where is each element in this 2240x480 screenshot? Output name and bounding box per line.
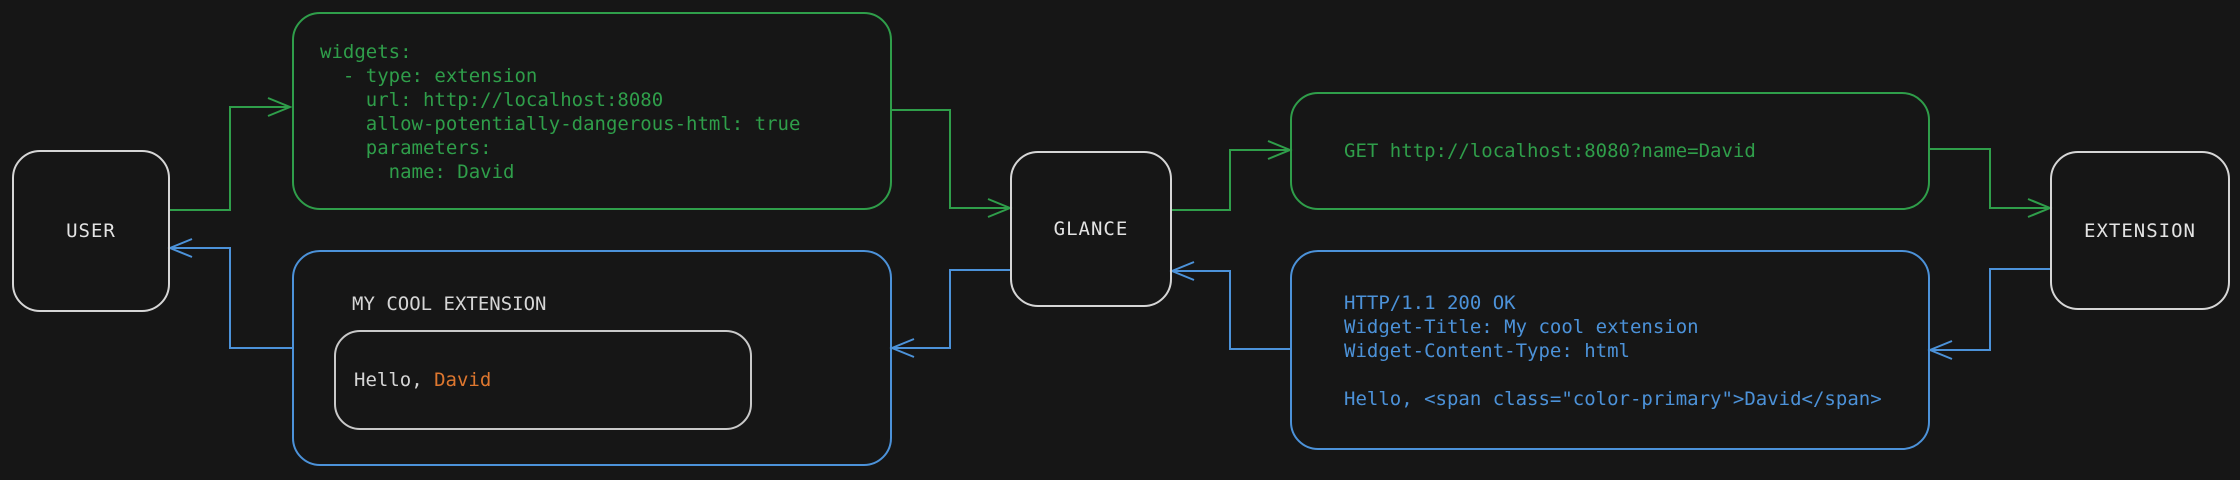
response-line: Widget-Title: My cool extension: [1344, 316, 1699, 338]
glance-node-label: GLANCE: [1053, 218, 1129, 240]
yaml-line: widgets:: [320, 41, 412, 63]
yaml-line: name: David: [320, 161, 515, 183]
response-line: [1344, 363, 1928, 387]
yaml-line: allow-potentially-dangerous-html: true: [320, 113, 801, 135]
http-response-box: HTTP/1.1 200 OK Widget-Title: My cool ex…: [1290, 250, 1930, 450]
http-request-box: GET http://localhost:8080?name=David: [1290, 92, 1930, 210]
yaml-config-box: widgets: - type: extension url: http://l…: [292, 12, 892, 210]
widget-output-box: Hello, David: [334, 330, 752, 430]
arrow-user-to-config: [170, 97, 293, 211]
glance-node: GLANCE: [1010, 151, 1172, 307]
extension-node-label: EXTENSION: [2084, 219, 2196, 242]
arrow-extension-to-response: [1927, 268, 2050, 360]
response-line: HTTP/1.1 200 OK: [1344, 292, 1516, 314]
extension-node: EXTENSION: [2050, 151, 2230, 310]
user-node: USER: [12, 150, 170, 312]
arrow-response-to-glance: [1169, 261, 1290, 350]
http-request-text: GET http://localhost:8080?name=David: [1344, 140, 1756, 162]
hello-name-highlight: David: [434, 369, 492, 391]
rendered-widget-box: MY COOL EXTENSION Hello, David: [292, 250, 892, 466]
yaml-line: url: http://localhost:8080: [320, 89, 664, 111]
arrow-glance-to-widget: [889, 269, 1010, 358]
yaml-line: parameters:: [320, 137, 492, 159]
hello-text: Hello,: [354, 369, 435, 391]
arrow-widget-to-user: [167, 238, 292, 349]
yaml-line: - type: extension: [320, 65, 538, 87]
response-line: Widget-Content-Type: html: [1344, 340, 1630, 362]
arrow-get-to-extension: [1930, 148, 2053, 218]
arrow-glance-to-get: [1172, 140, 1293, 211]
user-node-label: USER: [66, 220, 116, 242]
arrow-config-to-glance: [892, 109, 1013, 218]
widget-title: MY COOL EXTENSION: [352, 293, 547, 315]
response-line: Hello, <span class="color-primary">David…: [1344, 388, 1882, 410]
